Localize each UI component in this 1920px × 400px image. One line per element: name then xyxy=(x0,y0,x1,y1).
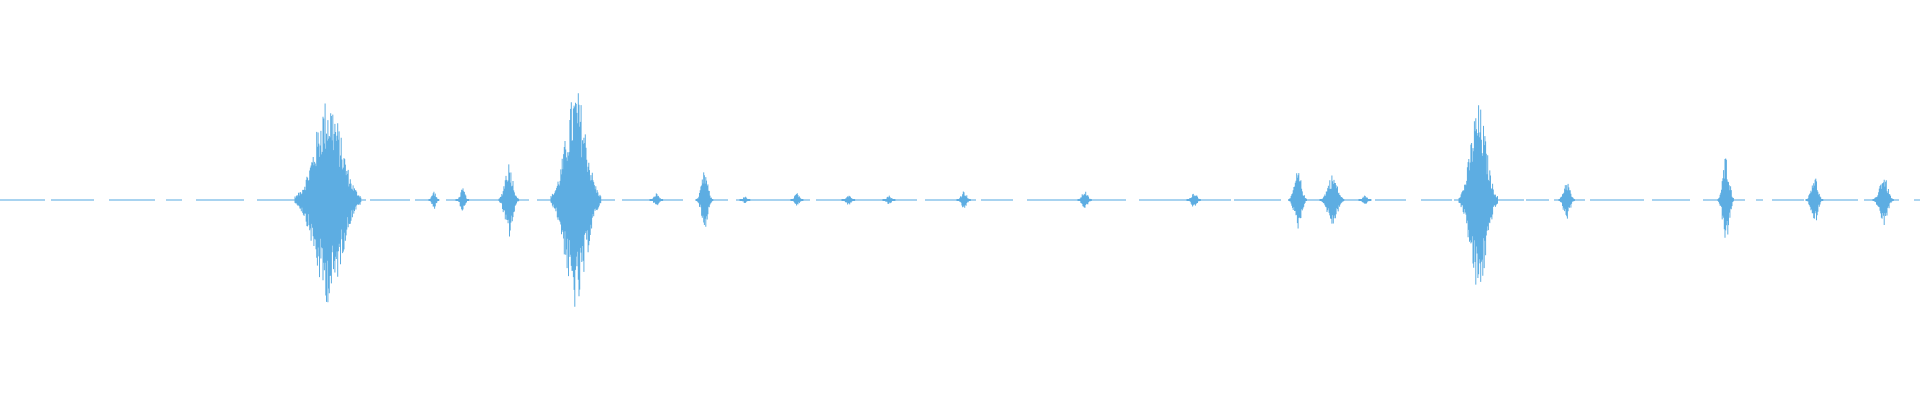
waveform-burst xyxy=(695,172,714,227)
waveform-burst xyxy=(1805,178,1824,221)
waveform-burst xyxy=(841,195,856,205)
waveform-burst xyxy=(428,191,440,209)
waveform-burst xyxy=(956,191,971,208)
waveform-burst xyxy=(649,193,664,206)
waveform-burst-path xyxy=(1288,173,1307,229)
waveform-burst xyxy=(1558,183,1575,219)
waveform-burst-path xyxy=(1186,193,1201,207)
waveform-burst-path xyxy=(455,188,470,211)
waveform-burst-path xyxy=(1872,179,1894,225)
waveform-burst xyxy=(739,196,751,203)
waveform-burst xyxy=(1186,193,1201,207)
waveform-burst-path xyxy=(1458,105,1498,285)
waveform-burst-path xyxy=(1319,175,1345,224)
waveform-burst-path xyxy=(1358,195,1372,204)
waveform-burst xyxy=(882,195,896,204)
waveform-burst-path xyxy=(550,93,602,307)
waveform-burst xyxy=(1358,195,1372,204)
waveform-burst-path xyxy=(841,195,856,205)
waveform-burst-path xyxy=(739,196,751,203)
waveform-burst-path xyxy=(1077,191,1092,208)
waveform-burst-path xyxy=(882,195,896,204)
waveform-burst-path xyxy=(498,164,520,237)
waveform-burst xyxy=(1077,191,1092,208)
waveform-burst xyxy=(790,193,804,206)
waveform-burst-path xyxy=(294,103,362,303)
waveform-burst-path xyxy=(695,172,714,227)
waveform-burst xyxy=(1319,175,1345,224)
waveform-burst xyxy=(1458,105,1498,285)
waveform-burst-path xyxy=(649,193,664,206)
waveform-burst-path xyxy=(790,193,804,206)
waveform-burst-path xyxy=(1717,158,1734,238)
waveform-burst-path xyxy=(956,191,971,208)
waveform-burst-path xyxy=(1805,178,1824,221)
waveform-burst-path xyxy=(428,191,440,209)
waveform-burst xyxy=(550,93,602,307)
waveform-burst xyxy=(1717,158,1734,238)
waveform-burst xyxy=(294,103,362,303)
waveform-burst xyxy=(1288,173,1307,229)
waveform-burst xyxy=(1872,179,1894,225)
waveform-burst-path xyxy=(1558,183,1575,219)
waveform-burst xyxy=(455,188,470,211)
waveform-burst xyxy=(498,164,520,237)
